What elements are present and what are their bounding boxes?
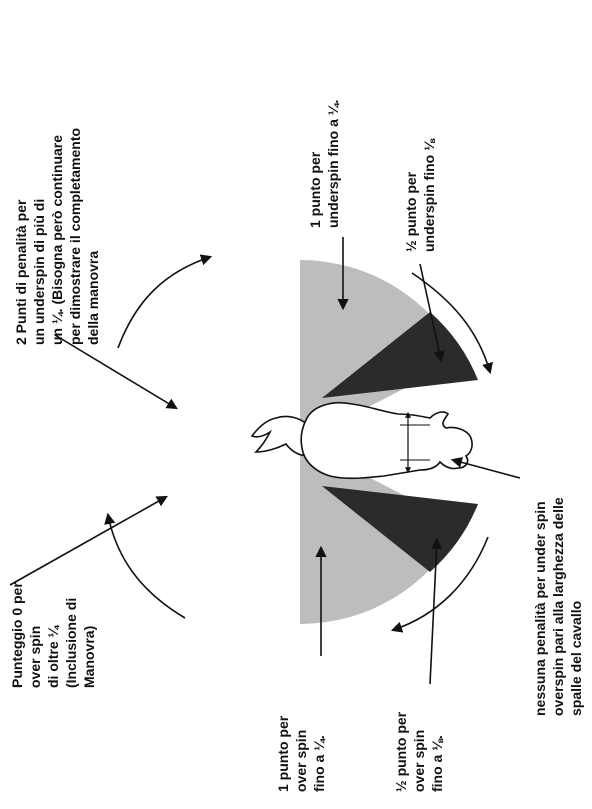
label-line: underspin fino a ¼. bbox=[324, 100, 342, 228]
label-line: un ¼. (Bisogna però continuare bbox=[48, 128, 66, 345]
label-line: un underspin di più di bbox=[30, 128, 48, 345]
label-line: spalle del cavallo bbox=[567, 497, 585, 716]
label-line: over spin bbox=[292, 716, 310, 792]
label-line: Manovra) bbox=[80, 582, 98, 688]
label-under-one: 1 punto per underspin fino a ¼. bbox=[306, 100, 342, 228]
pointer-penalty-two bbox=[55, 335, 176, 408]
pointer-score-zero bbox=[10, 497, 166, 585]
label-line: della manovra bbox=[84, 128, 102, 345]
label-line: over spin bbox=[26, 582, 44, 688]
label-line: fino a ⅛. bbox=[428, 712, 446, 792]
horse-silhouette bbox=[252, 403, 472, 479]
label-line: overspin pari alla larghezza delle bbox=[549, 497, 567, 716]
label-over-half: ½ punto per over spin fino a ⅛. bbox=[392, 712, 446, 792]
label-line: ½ punto per bbox=[402, 139, 420, 252]
rotation-arrow-lower bbox=[108, 515, 185, 618]
label-line: di oltre ¼ bbox=[44, 582, 62, 688]
label-line: over spin bbox=[410, 712, 428, 792]
rotation-arrow-upper bbox=[118, 257, 210, 348]
label-line: nessuna penalità per under spin bbox=[531, 497, 549, 716]
label-under-half: ½ punto per underspin fino ⅛ bbox=[402, 139, 438, 252]
label-line: per dimostrare il completamento bbox=[66, 128, 84, 345]
label-line: 1 punto per bbox=[274, 716, 292, 792]
label-line: Punteggio 0 per bbox=[8, 582, 26, 688]
label-line: 2 Punti di penalità per bbox=[12, 128, 30, 345]
label-line: underspin fino ⅛ bbox=[420, 139, 438, 252]
label-score-zero: Punteggio 0 per over spin di oltre ¼ (In… bbox=[8, 582, 98, 688]
pointer-no-penalty bbox=[453, 460, 520, 478]
label-line: ½ punto per bbox=[392, 712, 410, 792]
label-line: fino a ¼. bbox=[310, 716, 328, 792]
label-line: (Inclusione di bbox=[62, 582, 80, 688]
label-penalty-two: 2 Punti di penalità per un underspin di … bbox=[12, 128, 102, 345]
label-no-penalty: nessuna penalità per under spin overspin… bbox=[531, 497, 585, 716]
label-line: 1 punto per bbox=[306, 100, 324, 228]
label-over-one: 1 punto per over spin fino a ¼. bbox=[274, 716, 328, 792]
